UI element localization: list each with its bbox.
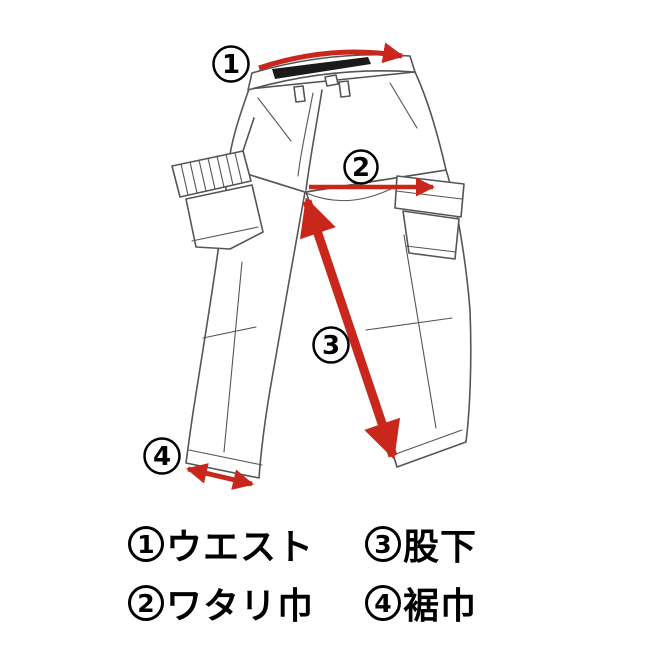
circled-number-3: 3 [365, 526, 401, 562]
legend-item-3: 3 股下 [365, 518, 477, 570]
legend: 1 ウエスト 3 股下 2 ワタリ巾 4 裾巾 [128, 518, 477, 629]
right-cargo-pocket [402, 210, 460, 260]
marker-1-number: 1 [222, 50, 240, 80]
waist-opening [272, 57, 371, 79]
hem-width-arrow [185, 463, 255, 490]
marker-1: 1 [212, 45, 250, 83]
left-front-pocket [257, 97, 292, 142]
hip-block [227, 71, 447, 193]
fly-seam [305, 89, 323, 191]
legend-item-4: 4 裾巾 [365, 577, 477, 629]
inseam-arrow [299, 197, 401, 460]
marker-3-number: 3 [322, 331, 340, 361]
legend-label-thigh-width: ワタリ巾 [166, 586, 315, 627]
right-front-pocket [389, 82, 418, 129]
circled-number-4: 4 [365, 585, 401, 621]
right-cuff-stitch [392, 429, 463, 456]
circled-number-1: 1 [128, 526, 164, 562]
marker-2: 2 [343, 149, 379, 185]
right-crease [403, 234, 437, 429]
left-cuff-stitch [188, 449, 263, 466]
legend-label-hem-width: 裾巾 [403, 586, 478, 627]
flap-hatching [180, 152, 243, 196]
fly-stitch [297, 92, 314, 177]
left-leg [185, 167, 306, 479]
left-knee-seam [202, 326, 257, 339]
left-crease [223, 261, 243, 453]
belt-loops [293, 74, 351, 103]
left-pocket-flap [171, 117, 255, 198]
diagram-number-markers: 1 2 3 4 [143, 45, 379, 475]
legend-label-waist: ウエスト [166, 527, 315, 568]
waist-button [324, 74, 339, 87]
marker-2-number: 2 [352, 153, 370, 183]
measurement-arrows [185, 42, 435, 490]
legend-label-inseam: 股下 [403, 527, 478, 568]
legend-item-2: 2 ワタリ巾 [128, 577, 365, 629]
marker-4-number: 4 [153, 442, 171, 472]
waistband [247, 53, 416, 91]
legend-item-1: 1 ウエスト [128, 518, 365, 570]
waist-arrow [258, 42, 405, 71]
pants-outline [171, 53, 472, 479]
marker-4: 4 [143, 437, 181, 475]
left-cargo-pocket [185, 184, 264, 250]
circled-number-2: 2 [128, 585, 164, 621]
marker-3: 3 [312, 326, 350, 364]
